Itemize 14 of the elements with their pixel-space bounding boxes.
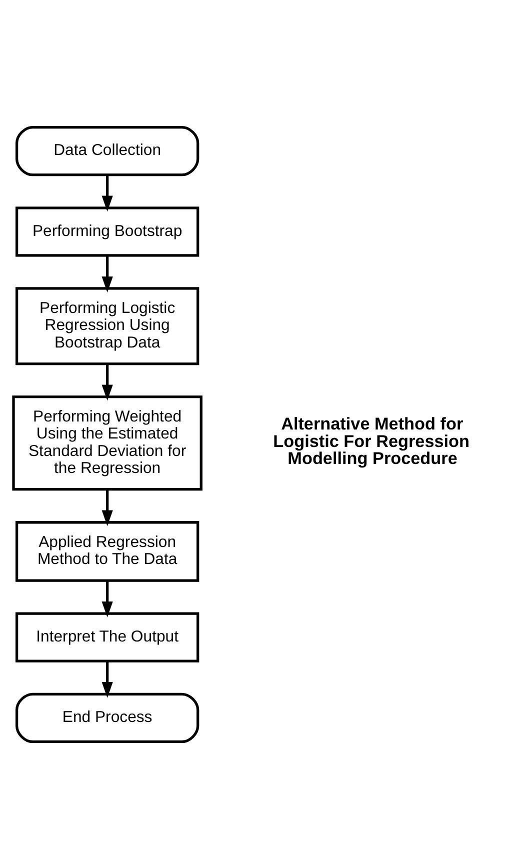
arrow [102,364,113,400]
node-box: Data Collection [15,125,200,176]
arrow [102,580,113,617]
arrow [102,660,113,698]
arrow [102,255,113,292]
node-box: Interpret The Output [15,612,200,662]
node-box: Performing Weighted Using the Estimated Standard Deviation for the Regression [12,395,202,490]
node-box: End Process [15,692,200,743]
node-box: Performing Bootstrap [15,206,200,256]
node-box: Performing Logistic Regression Using Bootstrap Data [15,286,200,365]
label: Alternative Method for Logistic For Regression Modelling Procedure [273,413,470,468]
arrow [102,174,113,212]
arrow [102,489,113,526]
node-box: Applied Regression Method to The Data [15,520,200,582]
